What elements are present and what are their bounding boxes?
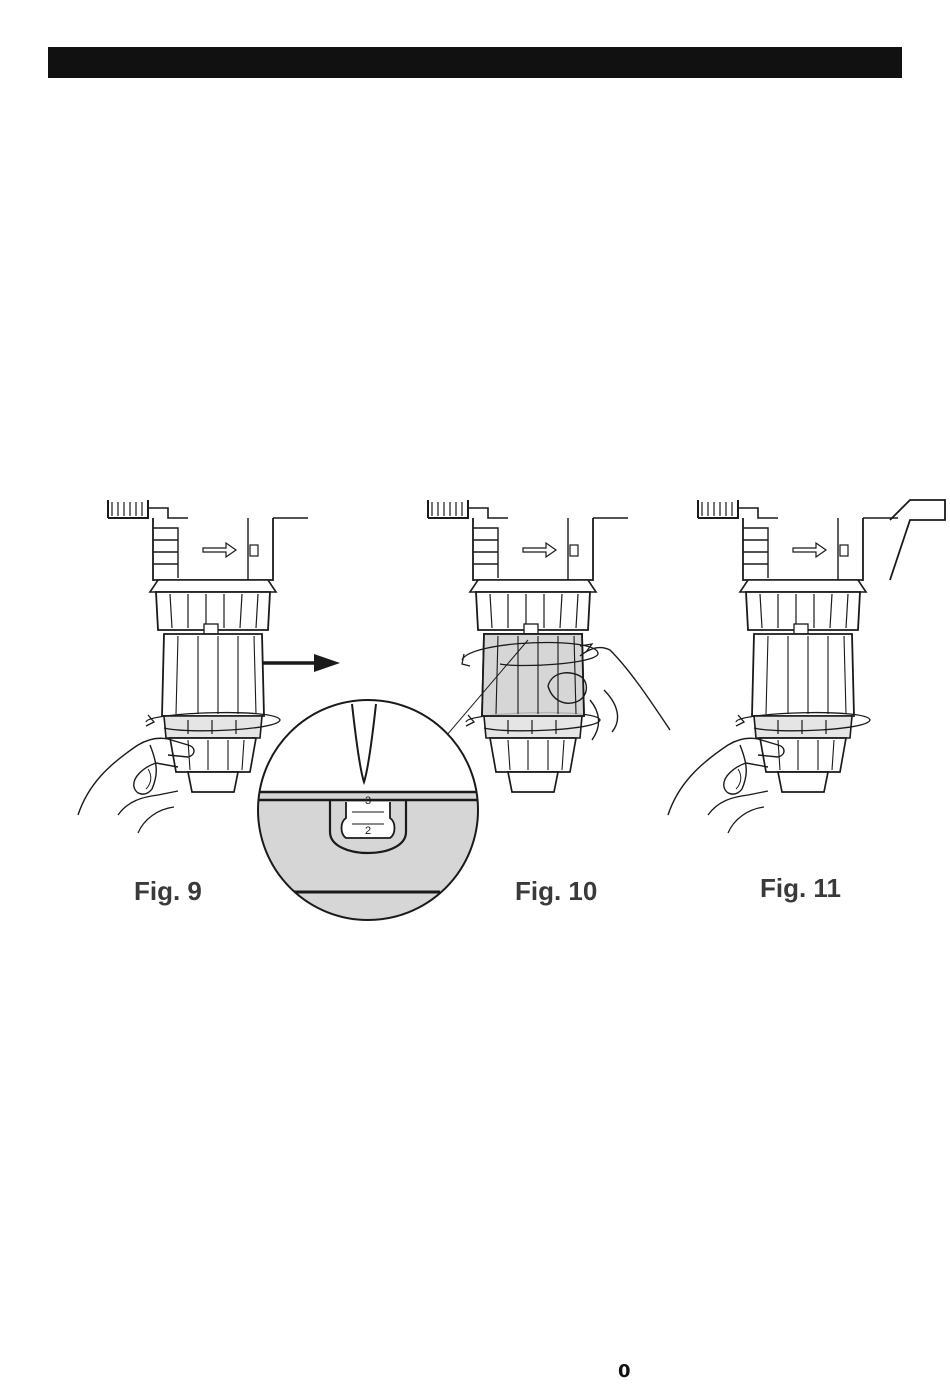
page-number: 0 (618, 1361, 631, 1382)
fig-11-label: Fig. 11 (760, 873, 841, 904)
fig-9-label: Fig. 9 (134, 876, 202, 907)
detail-inset: 3 2 (255, 700, 485, 930)
inset-mark-3: 3 (365, 795, 371, 807)
drill-fig11 (698, 500, 898, 792)
inset-mark-2: 2 (365, 825, 371, 837)
fig-10-label: Fig. 10 (515, 876, 597, 907)
